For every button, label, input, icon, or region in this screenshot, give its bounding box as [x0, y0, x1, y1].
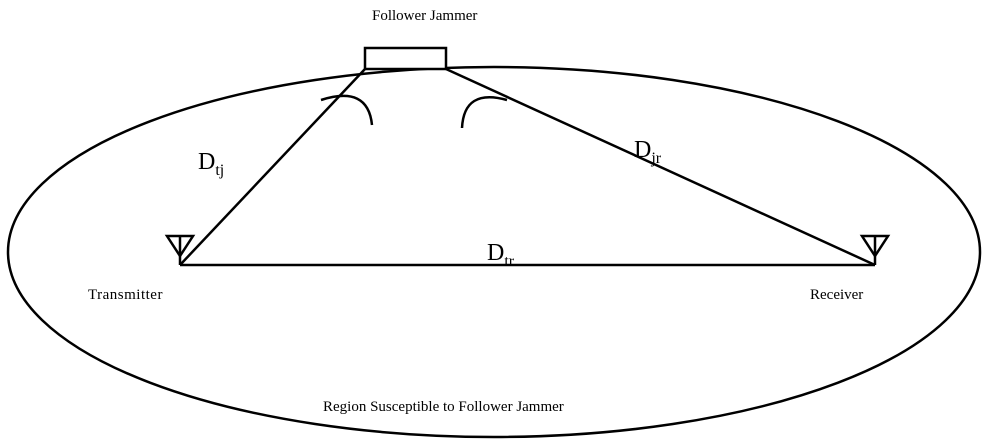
- receiver-label: Receiver: [810, 287, 864, 303]
- transmitter-label: Transmitter: [88, 287, 163, 303]
- jammer-receiver-line: [445, 67, 876, 267]
- susceptible-region-ellipse: [6, 65, 982, 439]
- distance-tj-symbol: D: [198, 149, 216, 175]
- distance-tr-symbol: D: [487, 240, 505, 266]
- left-angle-arc: [320, 94, 374, 126]
- transmitter-antenna-icon: [164, 234, 196, 265]
- distance-tj-subscript: tj: [215, 162, 225, 179]
- right-angle-arc: [460, 95, 508, 129]
- jammer-label: Follower Jammer: [372, 8, 478, 24]
- receiver-antenna-icon: [859, 234, 891, 265]
- transmitter-jammer-line: [179, 68, 366, 266]
- distance-tr-label: Dtr: [487, 241, 514, 270]
- distance-tr-subscript: tr: [504, 253, 515, 270]
- distance-jr-symbol: D: [634, 137, 652, 163]
- distance-tj-label: Dtj: [198, 150, 224, 179]
- jammer-box: [363, 46, 448, 71]
- distance-jr-subscript: jr: [651, 150, 662, 167]
- distance-jr-label: Djr: [634, 138, 661, 167]
- region-label: Region Susceptible to Follower Jammer: [323, 399, 564, 415]
